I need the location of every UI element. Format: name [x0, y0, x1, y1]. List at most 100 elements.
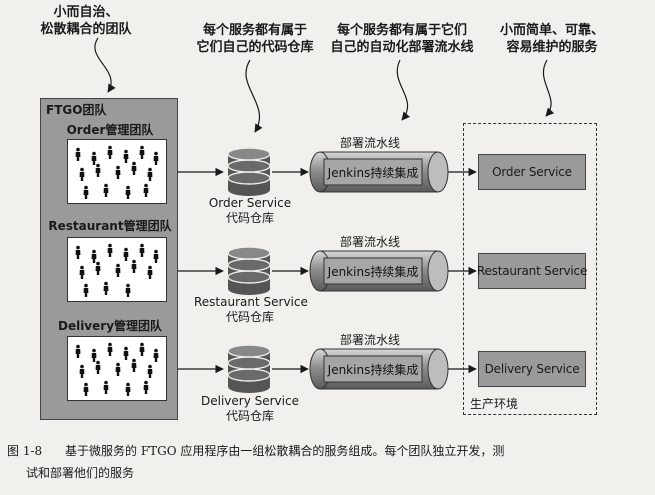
person-icon: [91, 151, 97, 165]
person-icon: [79, 167, 85, 181]
repository-database-icon-restaurant: [227, 246, 271, 295]
person-icon: [75, 344, 81, 358]
person-icon: [123, 247, 129, 261]
callout-pipeline-line-1: 每个服务都有属于它们: [336, 23, 467, 38]
pipeline-tool-delivery: Jenkins持续集成: [327, 362, 419, 377]
repository-database-icon-order: [227, 147, 271, 196]
person-icon: [125, 283, 131, 297]
caption-line-1: 图 1-8 基于微服务的 FTGO 应用程序由一组松散耦合的服务组成。每个团队独立…: [7, 440, 647, 462]
person-icon: [147, 265, 153, 279]
pipeline-tube-delivery: [309, 348, 449, 390]
person-icon: [153, 249, 159, 263]
callout-service-line-2: 容易维护的服务: [506, 40, 598, 55]
callout-repo-line-1: 每个服务都有属于: [202, 23, 307, 38]
person-icon: [139, 342, 145, 356]
person-icon: [115, 165, 121, 179]
figure-caption: 图 1-8 基于微服务的 FTGO 应用程序由一组松散耦合的服务组成。每个团队独立…: [7, 440, 647, 484]
person-icon: [139, 243, 145, 257]
repository-label-order: Order Service 代码仓库: [204, 196, 296, 226]
person-icon: [131, 259, 137, 273]
pipeline-tool-restaurant: Jenkins持续集成: [327, 264, 419, 279]
team-panel-restaurant: [67, 237, 167, 302]
person-icon: [123, 149, 129, 163]
person-icon: [131, 161, 137, 175]
pipeline-label-delivery: 部署流水线: [340, 333, 401, 347]
team-panel-order: [67, 139, 167, 204]
repository-label-restaurant: Restaurant Service 代码仓库: [194, 295, 308, 325]
person-icon: [103, 183, 109, 197]
team-members-delivery: [75, 342, 159, 396]
person-icon: [95, 360, 101, 374]
callout-pipeline: 每个服务都有属于它们 自己的自动化部署流水线: [322, 22, 482, 56]
caption-text-1: 基于微服务的 FTGO 应用程序由一组松散耦合的服务组成。每个团队独立开发，测: [65, 444, 505, 458]
person-icon: [75, 147, 81, 161]
service-box-order: Order Service: [478, 154, 586, 190]
team-label-delivery: Delivery管理团队: [57, 319, 163, 333]
ftgo-team-label: FTGO团队: [46, 103, 107, 117]
person-icon: [147, 364, 153, 378]
callout-arrow-service: [542, 59, 555, 117]
person-icon: [153, 348, 159, 362]
person-icon: [123, 346, 129, 360]
pipeline-label-order: 部署流水线: [340, 136, 401, 150]
person-icon: [115, 362, 121, 376]
person-icon: [131, 358, 137, 372]
person-icon: [95, 261, 101, 275]
repository-kind-restaurant: 代码仓库: [225, 310, 274, 324]
person-icon: [79, 364, 85, 378]
person-icon: [125, 382, 131, 396]
callout-service-line-1: 小而简单、可靠、: [499, 23, 604, 38]
repository-name-restaurant: Restaurant Service: [194, 295, 308, 309]
callout-team-line-2: 松散耦合的团队: [40, 22, 132, 37]
person-icon: [139, 145, 145, 159]
callout-repo-line-2: 它们自己的代码仓库: [196, 40, 314, 55]
pipeline-tube-order: [309, 151, 449, 193]
service-box-restaurant: Restaurant Service: [477, 253, 587, 289]
repository-kind-order: 代码仓库: [225, 211, 274, 225]
repository-name-order: Order Service: [208, 196, 292, 210]
person-icon: [107, 145, 113, 159]
person-icon: [143, 380, 149, 394]
pipeline-tool-order: Jenkins持续集成: [327, 165, 419, 180]
person-icon: [103, 380, 109, 394]
service-box-delivery: Delivery Service: [478, 351, 586, 387]
callout-team-line-1: 小而自治、: [53, 5, 119, 20]
callout-service: 小而简单、可靠、 容易维护的服务: [488, 22, 616, 56]
team-members-restaurant: [75, 243, 159, 297]
repository-name-delivery: Delivery Service: [201, 394, 299, 408]
repository-label-delivery: Delivery Service 代码仓库: [200, 394, 300, 424]
person-icon: [79, 265, 85, 279]
person-icon: [125, 185, 131, 199]
pipeline-label-restaurant: 部署流水线: [340, 235, 401, 249]
pipeline-tube-restaurant: [309, 250, 449, 292]
person-icon: [91, 348, 97, 362]
person-icon: [107, 342, 113, 356]
person-icon: [147, 167, 153, 181]
person-icon: [83, 185, 89, 199]
person-icon: [115, 263, 121, 277]
person-icon: [83, 283, 89, 297]
person-icon: [153, 151, 159, 165]
production-environment: 生产环境: [463, 123, 597, 415]
callout-pipeline-line-2: 自己的自动化部署流水线: [330, 40, 474, 55]
repository-kind-delivery: 代码仓库: [225, 409, 274, 423]
person-icon: [83, 382, 89, 396]
person-icon: [107, 243, 113, 257]
person-icon: [103, 281, 109, 295]
callout-arrow-repo: [245, 59, 263, 133]
team-panel-delivery: [67, 336, 167, 401]
team-members-order: [75, 145, 159, 199]
caption-number: 图 1-8: [7, 444, 43, 458]
person-icon: [95, 163, 101, 177]
person-icon: [75, 245, 81, 259]
team-label-order: Order管理团队: [66, 123, 154, 137]
callout-repo: 每个服务都有属于 它们自己的代码仓库: [180, 22, 330, 56]
team-label-restaurant: Restaurant管理团队: [48, 219, 172, 233]
person-icon: [91, 249, 97, 263]
callout-team: 小而自治、 松散耦合的团队: [24, 4, 148, 38]
callout-arrow-pipeline: [396, 59, 411, 121]
production-environment-label: 生产环境: [470, 397, 519, 411]
ftgo-team-group: FTGO团队 Order管理团队 Restaurant管理团队 Delivery…: [40, 98, 178, 420]
